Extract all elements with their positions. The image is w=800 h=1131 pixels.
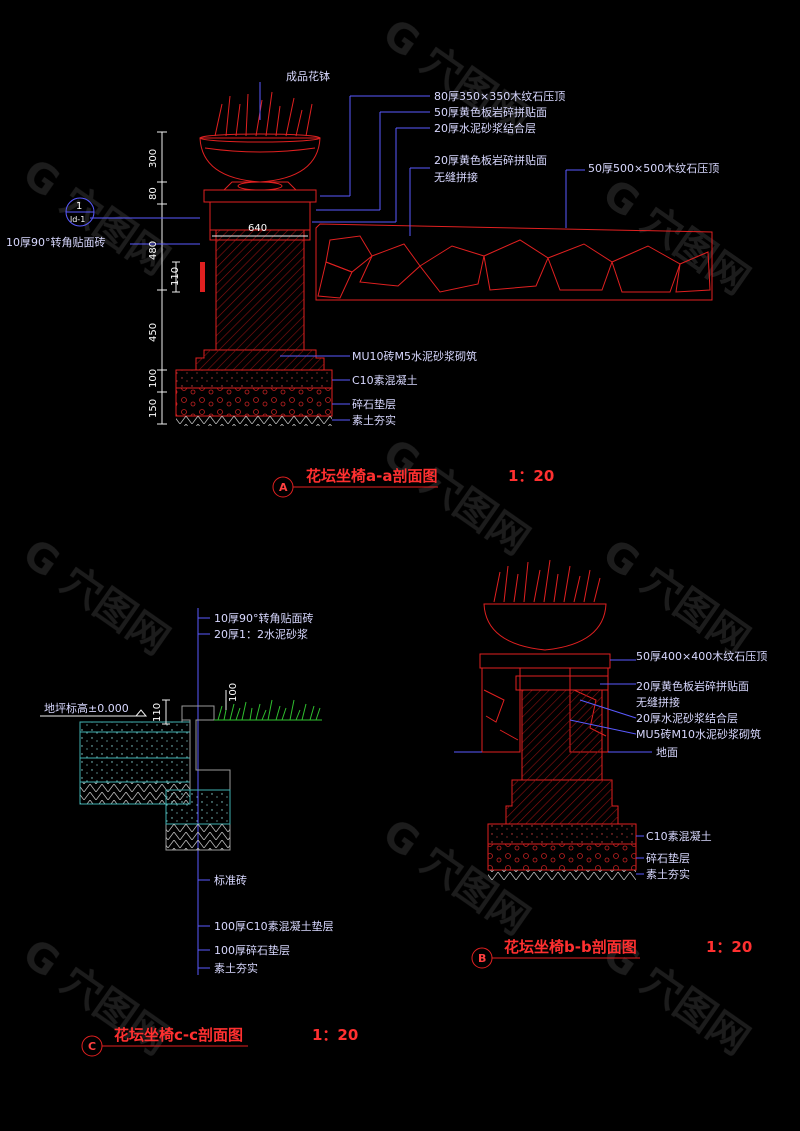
b-label-bond: 20厚水泥砂浆结合层 xyxy=(636,711,738,725)
planter-b-plants-icon xyxy=(493,559,601,603)
label-masonry: MU10砖M5水泥砂浆砌筑 xyxy=(352,349,477,363)
section-b-drawing xyxy=(454,559,652,880)
section-c-scale: 1：20 xyxy=(312,1026,358,1044)
b-label-cap: 50厚400×400木纹石压顶 xyxy=(636,649,767,663)
b-label-soil: 素土夯实 xyxy=(646,867,690,881)
c-label-concrete: 100厚C10素混凝土垫层 xyxy=(214,919,334,933)
section-b-badge-letter: B xyxy=(478,952,486,965)
label-wall-veneer-2: 无缝拼接 xyxy=(434,170,478,184)
label-veneer: 50厚黄色板岩碎拼贴面 xyxy=(434,105,547,119)
section-c-badge-letter: C xyxy=(88,1040,96,1053)
dim-base: 450 xyxy=(148,323,159,342)
section-b-scale: 1：20 xyxy=(706,938,752,956)
label-planter: 成品花钵 xyxy=(286,69,330,83)
c-label-brick: 标准砖 xyxy=(214,873,247,887)
svg-text:G 穴图网: G 穴图网 xyxy=(14,151,177,284)
c-label-mortar: 20厚1：2水泥砂浆 xyxy=(214,627,308,641)
detail-ref-sheet: ld-1 xyxy=(70,215,85,224)
c-label-corner-tile: 10厚90°转角贴面砖 xyxy=(214,611,314,625)
c-label-ground-level: 地坪标高±0.000 xyxy=(44,701,129,715)
label-wall-veneer-1: 20厚黄色板岩碎拼贴面 xyxy=(434,153,547,167)
grass-icon xyxy=(214,699,322,721)
dim-tile: 110 xyxy=(170,267,181,286)
dim-seat: 480 xyxy=(148,241,159,260)
b-label-ground: 地面 xyxy=(656,746,678,759)
c-label-gravel: 100厚碎石垫层 xyxy=(214,943,290,957)
dim-planter-height: 300 xyxy=(148,149,159,168)
section-a-title: 花坛坐椅a-a剖面图 xyxy=(306,467,437,485)
dim-gravel: 150 xyxy=(148,399,159,418)
svg-text:G 穴图网: G 穴图网 xyxy=(594,171,757,304)
dim-concrete: 100 xyxy=(148,369,159,388)
svg-text:G 穴图网: G 穴图网 xyxy=(374,431,537,564)
section-c-title: 花坛坐椅c-c剖面图 xyxy=(114,1026,243,1044)
b-label-masonry: MU5砖M10水泥砂浆砌筑 xyxy=(636,727,761,741)
section-a-badge-letter: A xyxy=(279,481,288,494)
b-label-gravel: 碎石垫层 xyxy=(646,851,690,865)
dim-cap: 80 xyxy=(148,187,159,200)
label-gravel: 碎石垫层 xyxy=(352,397,396,411)
section-a-drawing xyxy=(65,82,713,426)
label-soil: 素土夯实 xyxy=(352,413,396,427)
planter-plants-icon xyxy=(214,91,313,137)
detail-ref-number: 1 xyxy=(76,201,82,212)
label-bond: 20厚水泥砂浆结合层 xyxy=(434,121,536,135)
svg-text:G 穴图网: G 穴图网 xyxy=(14,531,177,664)
label-corner-tile: 10厚90°转角贴面砖 xyxy=(6,235,106,249)
c-dim-curb: 110 xyxy=(152,703,163,722)
c-label-soil: 素土夯实 xyxy=(214,961,258,975)
c-dim-top: 100 xyxy=(228,683,239,702)
label-cap: 80厚350×350木纹石压顶 xyxy=(434,89,565,103)
svg-text:G 穴图网: G 穴图网 xyxy=(594,531,757,664)
label-wall-cap: 50厚500×500木纹石压顶 xyxy=(588,161,719,175)
section-c-drawing xyxy=(40,608,322,975)
label-concrete: C10素混凝土 xyxy=(352,373,418,387)
b-label-veneer-1: 20厚黄色板岩碎拼贴面 xyxy=(636,679,749,693)
section-a-scale: 1：20 xyxy=(508,467,554,485)
section-b-title: 花坛坐椅b-b剖面图 xyxy=(504,938,637,956)
b-label-concrete: C10素混凝土 xyxy=(646,829,712,843)
b-label-veneer-2: 无缝拼接 xyxy=(636,695,680,709)
dim-width: 640 xyxy=(248,223,267,234)
